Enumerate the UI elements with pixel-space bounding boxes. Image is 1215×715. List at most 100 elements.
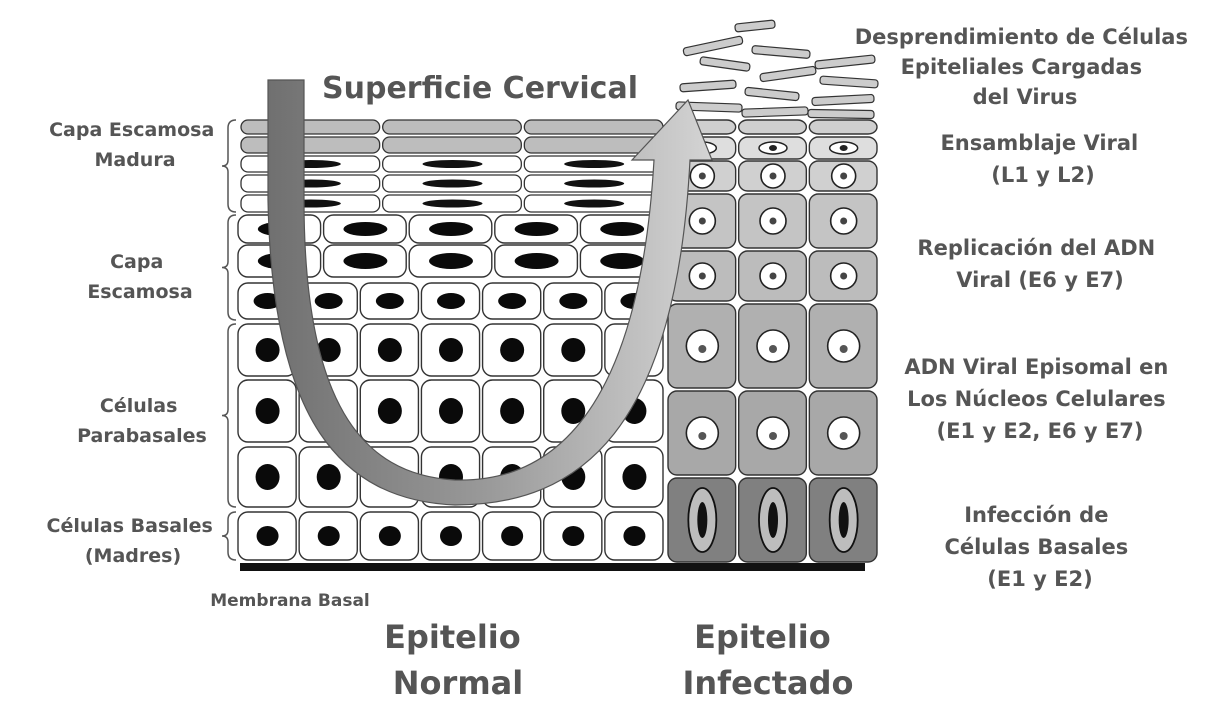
cell-nucleus [564, 160, 624, 168]
assembly-label: Ensamblaje Viral (L1 y L2) [940, 131, 1145, 187]
cell-nucleus [376, 293, 404, 309]
basal-nucleolus [768, 502, 778, 538]
layer-brace [222, 120, 236, 212]
shed-cell [700, 57, 751, 72]
infected-cell [739, 120, 807, 134]
basal-nucleolus [839, 502, 849, 538]
shed-cell [808, 109, 874, 118]
shed-cell [752, 45, 810, 58]
cell-nucleus [343, 253, 387, 269]
cell-nucleus [257, 526, 279, 546]
cell-nucleus [378, 338, 402, 362]
viral-dna [699, 273, 706, 280]
viral-dna [840, 432, 848, 440]
shed-cell [683, 36, 743, 56]
cell-nucleus [559, 293, 587, 309]
viral-dna [699, 218, 706, 225]
viral-dna [840, 273, 847, 280]
shed-cell [815, 55, 876, 69]
squamous-cell [524, 120, 663, 134]
infection-label: Infección de Células Basales (E1 y E2) [944, 503, 1135, 591]
cell-nucleus [423, 180, 483, 188]
squamous-label: Capa Escamosa [87, 251, 192, 303]
cell-nucleus [562, 526, 584, 546]
viral-dna [840, 345, 848, 353]
cell-nucleus [561, 338, 585, 362]
infected-epithelium-label: Epitelio Infectado [682, 618, 853, 702]
basal-membrane [240, 563, 865, 571]
cell-nucleus [600, 222, 644, 236]
cell-nucleus [564, 200, 624, 208]
cell-nucleus [423, 160, 483, 168]
shedding-cells [676, 20, 878, 119]
cell-nucleus [600, 253, 644, 269]
cell-nucleus [500, 398, 524, 424]
cell-nucleus [498, 293, 526, 309]
basal-label: Células Basales (Madres) [47, 515, 220, 567]
viral-dna [840, 218, 847, 225]
squamous-cell [383, 120, 522, 134]
infected-epithelium [668, 120, 877, 562]
mature-squamous-label: Capa Escamosa Madura [49, 119, 221, 171]
viral-dna [769, 345, 777, 353]
basal-nucleolus [697, 502, 707, 538]
viral-dna [699, 173, 706, 180]
membrane-label: Membrana Basal [210, 591, 370, 611]
viral-dna [698, 345, 706, 353]
squamous-cell [383, 137, 522, 153]
shed-cell [820, 76, 878, 88]
cell-nucleus [423, 200, 483, 208]
cell-nucleus [256, 398, 280, 424]
cell-nucleus [256, 338, 280, 362]
shedding-label: Desprendimiento de Células Epiteliales C… [855, 25, 1196, 109]
squamous-cell [241, 137, 380, 153]
cell-nucleus [515, 222, 559, 236]
cell-nucleus [379, 526, 401, 546]
virus-particle [769, 145, 777, 151]
shed-cell [680, 80, 736, 92]
layer-brace [222, 215, 236, 320]
layer-braces [222, 120, 236, 560]
cell-nucleus [439, 398, 463, 424]
shed-cell [745, 87, 800, 101]
parabasal-label: Células Parabasales [77, 395, 207, 447]
shed-cell [760, 66, 817, 82]
episomal-label: ADN Viral Episomal en Los Núcleos Celula… [904, 355, 1175, 443]
cell-nucleus [623, 526, 645, 546]
shed-cell [742, 107, 808, 117]
cell-nucleus [429, 222, 473, 236]
cell-nucleus [318, 526, 340, 546]
surface-title: Superficie Cervical [322, 71, 638, 106]
replication-label: Replicación del ADN Viral (E6 y E7) [917, 236, 1162, 292]
cell-nucleus [437, 293, 465, 309]
viral-dna [840, 173, 847, 180]
normal-epithelium-label: Epitelio Normal [384, 618, 532, 702]
cell-nucleus [564, 180, 624, 188]
layer-brace [222, 512, 236, 560]
cell-nucleus [378, 398, 402, 424]
cell-nucleus [315, 293, 343, 309]
viral-dna [770, 273, 777, 280]
viral-dna [769, 432, 777, 440]
cell-nucleus [500, 338, 524, 362]
cell-nucleus [440, 526, 462, 546]
cell-nucleus [343, 222, 387, 236]
infected-cell [809, 120, 877, 134]
shed-cell [735, 20, 776, 32]
cell-nucleus [501, 526, 523, 546]
shed-cell [812, 94, 874, 105]
cell-nucleus [439, 338, 463, 362]
cell-nucleus [317, 464, 341, 490]
cell-nucleus [256, 464, 280, 490]
virus-particle [840, 145, 848, 151]
squamous-cell [241, 120, 380, 134]
cell-nucleus [515, 253, 559, 269]
layer-brace [222, 324, 236, 507]
viral-dna [770, 173, 777, 180]
cell-nucleus [622, 464, 646, 490]
viral-dna [698, 432, 706, 440]
cell-nucleus [429, 253, 473, 269]
viral-dna [770, 218, 777, 225]
